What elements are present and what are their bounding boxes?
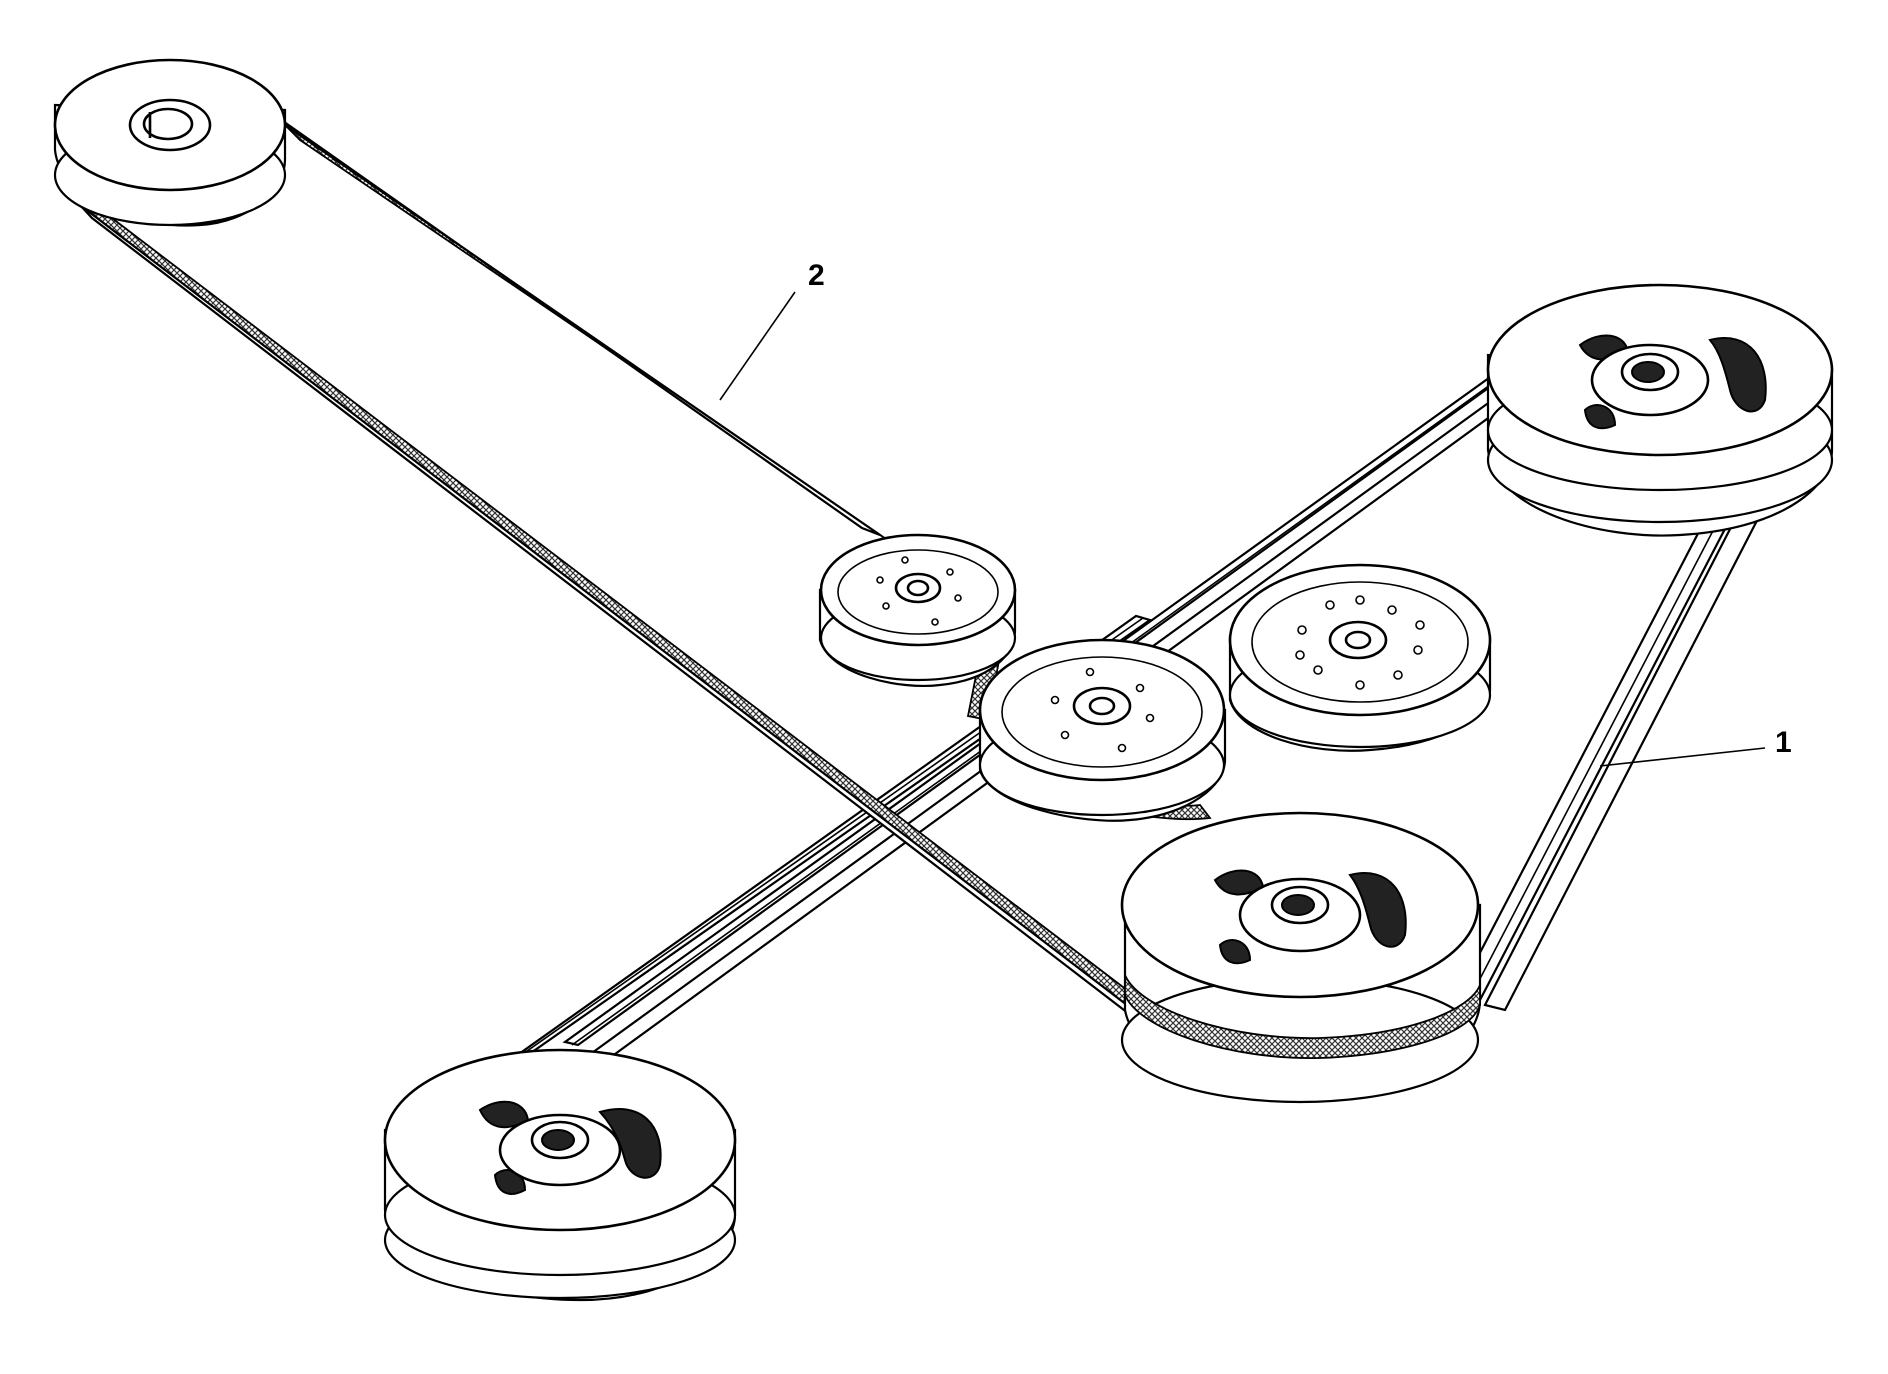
callout-1-leader	[1599, 747, 1766, 767]
callout-1: 1	[1599, 726, 1792, 767]
pulley-idler-middle	[978, 638, 1227, 822]
callout-2: 2	[719, 259, 825, 401]
pulley-bottom-right	[1120, 811, 1482, 1104]
belt-2	[73, 111, 1212, 1031]
pulley-idler-small	[818, 533, 1017, 687]
pulley-bottom-left	[383, 1048, 737, 1302]
pulley-top-right	[1486, 283, 1834, 537]
pulley-top-left	[53, 58, 287, 227]
callout-1-label: 1	[1775, 726, 1792, 759]
callout-2-label: 2	[808, 259, 825, 292]
callout-2-leader	[719, 291, 796, 401]
pulley-idler-right	[1228, 563, 1492, 752]
